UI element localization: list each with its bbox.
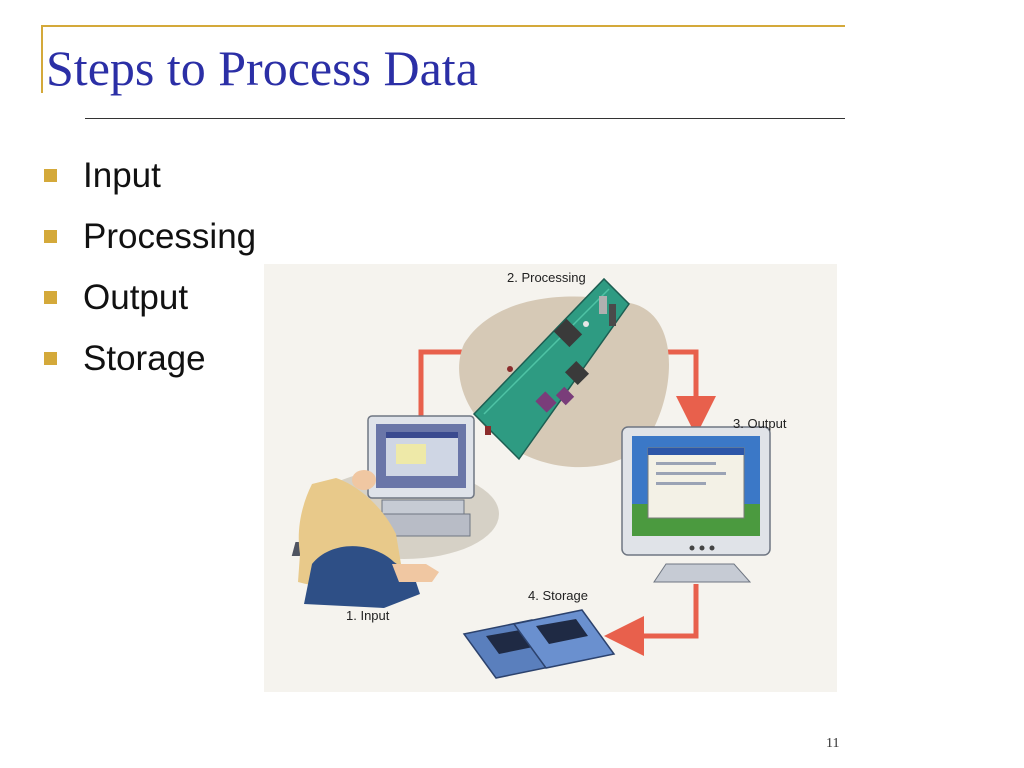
square-bullet-icon [44,291,57,304]
bullet-item: Output [44,267,256,328]
decorative-top-line [41,25,845,27]
page-number: 11 [826,736,840,751]
bullet-text: Output [83,277,189,317]
bullet-text: Input [83,155,161,195]
bullet-item: Processing [44,206,256,267]
square-bullet-icon [44,352,57,365]
bullet-list: Input Processing Output Storage [44,145,256,389]
step-label-input: 1. Input [346,608,390,623]
process-cycle-illustration: 2. Processing 3. Output 4. Storage 1. In… [264,264,837,692]
slide-title: Steps to Process Data [46,40,478,96]
floppy-disk-icon [462,609,616,679]
step-label-processing: 2. Processing [507,270,586,285]
output-monitor-icon [621,426,771,583]
bullet-text: Processing [83,216,257,256]
square-bullet-icon [44,169,57,182]
step-label-storage: 4. Storage [528,588,588,603]
square-bullet-icon [44,230,57,243]
circuit-board-icon [459,277,669,468]
step-label-output: 3. Output [733,416,787,431]
cycle-arrow-output-to-storage [604,584,699,656]
bullet-item: Input [44,145,256,206]
title-underline [85,118,845,119]
user-person-icon [298,470,439,608]
decorative-left-line [41,25,43,93]
bullet-text: Storage [83,338,206,378]
bullet-item: Storage [44,328,256,389]
